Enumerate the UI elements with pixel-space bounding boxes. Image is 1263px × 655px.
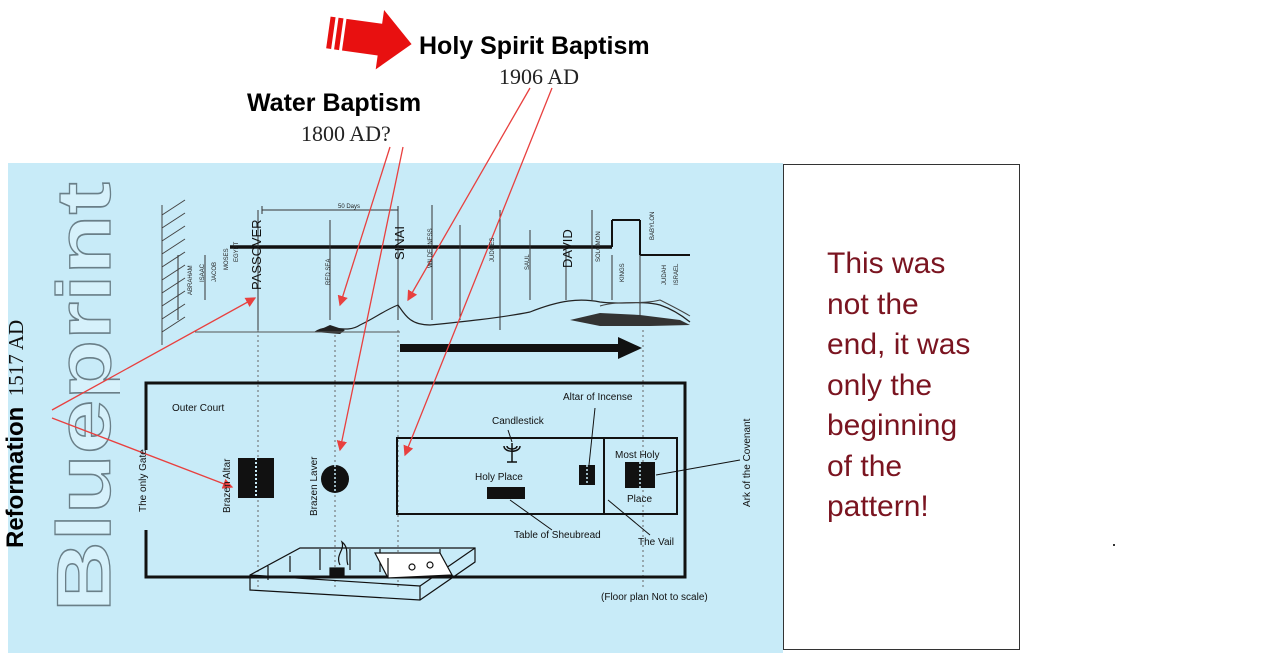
ark-label: Ark of the Covenant [742, 419, 753, 507]
altar-incense-label: Altar of Incense [563, 392, 633, 403]
note-line: beginning [827, 409, 958, 442]
abraham-label: ABRAHAM [188, 265, 194, 295]
outer-court-label: Outer Court [172, 403, 225, 414]
stray-dot [1113, 544, 1115, 546]
holy-place-label: Holy Place [475, 472, 523, 483]
isaac-label: ISAAC [200, 263, 206, 282]
only-gate-text: The only Gate [138, 449, 149, 512]
ark-text: Ark of the Covenant [742, 418, 753, 507]
note-line: pattern! [827, 490, 929, 523]
blueprint-wordmark: Blueprint [41, 181, 120, 612]
note-text: This was not the end, it was only the be… [827, 244, 1017, 528]
israel-label: ISRAEL [674, 263, 680, 285]
wilderness-label: WILDERNESS [428, 228, 434, 268]
judah-label: JUDAH [662, 264, 668, 285]
water-baptism-date: 1800 AD? [301, 121, 391, 146]
showbread-label: Table of Sheubread [514, 530, 601, 541]
note-line: This was [827, 247, 946, 280]
saul-label: SAUL [525, 254, 531, 270]
red-sea-label: RED SEA [326, 258, 332, 285]
only-gate-label: The only Gate [138, 449, 149, 512]
hatched-wall [161, 199, 186, 345]
blueprint-word: Blueprint [42, 182, 120, 612]
note-line: only the [827, 368, 933, 402]
babylon-label: BABYLON [650, 211, 656, 240]
brazen-altar-text: Brazen Altar [222, 458, 233, 513]
judges-label: JUDGES [490, 237, 496, 262]
kings-label: KINGS [620, 263, 626, 282]
candlestick-label: Candlestick [492, 416, 544, 427]
tabernacle-diagram [51, 87, 741, 601]
jacob-label: JACOB [212, 261, 218, 282]
note-line: end, it was [827, 328, 971, 361]
sinai-label: SINAI [391, 226, 409, 260]
david-label: DAVID [559, 229, 577, 268]
note-line: not the [827, 287, 919, 321]
david-text: DAVID [560, 229, 575, 268]
note-box [783, 164, 1020, 650]
big-red-arrow-icon [326, 9, 412, 70]
floor-note-label: (Floor plan Not to scale) [601, 592, 708, 603]
brazen-laver-label: Brazen Laver [309, 457, 320, 516]
passover-text: PASSOVER [249, 219, 264, 290]
water-baptism-title: Water Baptism [247, 89, 422, 117]
holy-spirit-date: 1906 AD [499, 64, 580, 89]
holy-spirit-title: Holy Spirit Baptism [419, 32, 650, 60]
timeline-span: 50 Days [338, 204, 361, 210]
vail-label: The Vail [638, 537, 674, 548]
moses-label: MOSES [224, 248, 230, 270]
tabernacle-sketch [249, 540, 476, 601]
sinai-text: SINAI [392, 226, 407, 260]
solomon-label: SOLOMON [596, 231, 602, 262]
most-holy-label: Most Holy [615, 450, 660, 461]
passover-label: PASSOVER [248, 219, 266, 290]
candlestick-icon [503, 443, 521, 463]
brazen-laver-text: Brazen Laver [309, 456, 320, 516]
note-line: of the [827, 449, 903, 483]
most-holy-place-label: Place [627, 494, 653, 505]
brazen-altar-label: Brazen Altar [222, 459, 233, 513]
egypt-label: EGYPT [234, 241, 240, 262]
